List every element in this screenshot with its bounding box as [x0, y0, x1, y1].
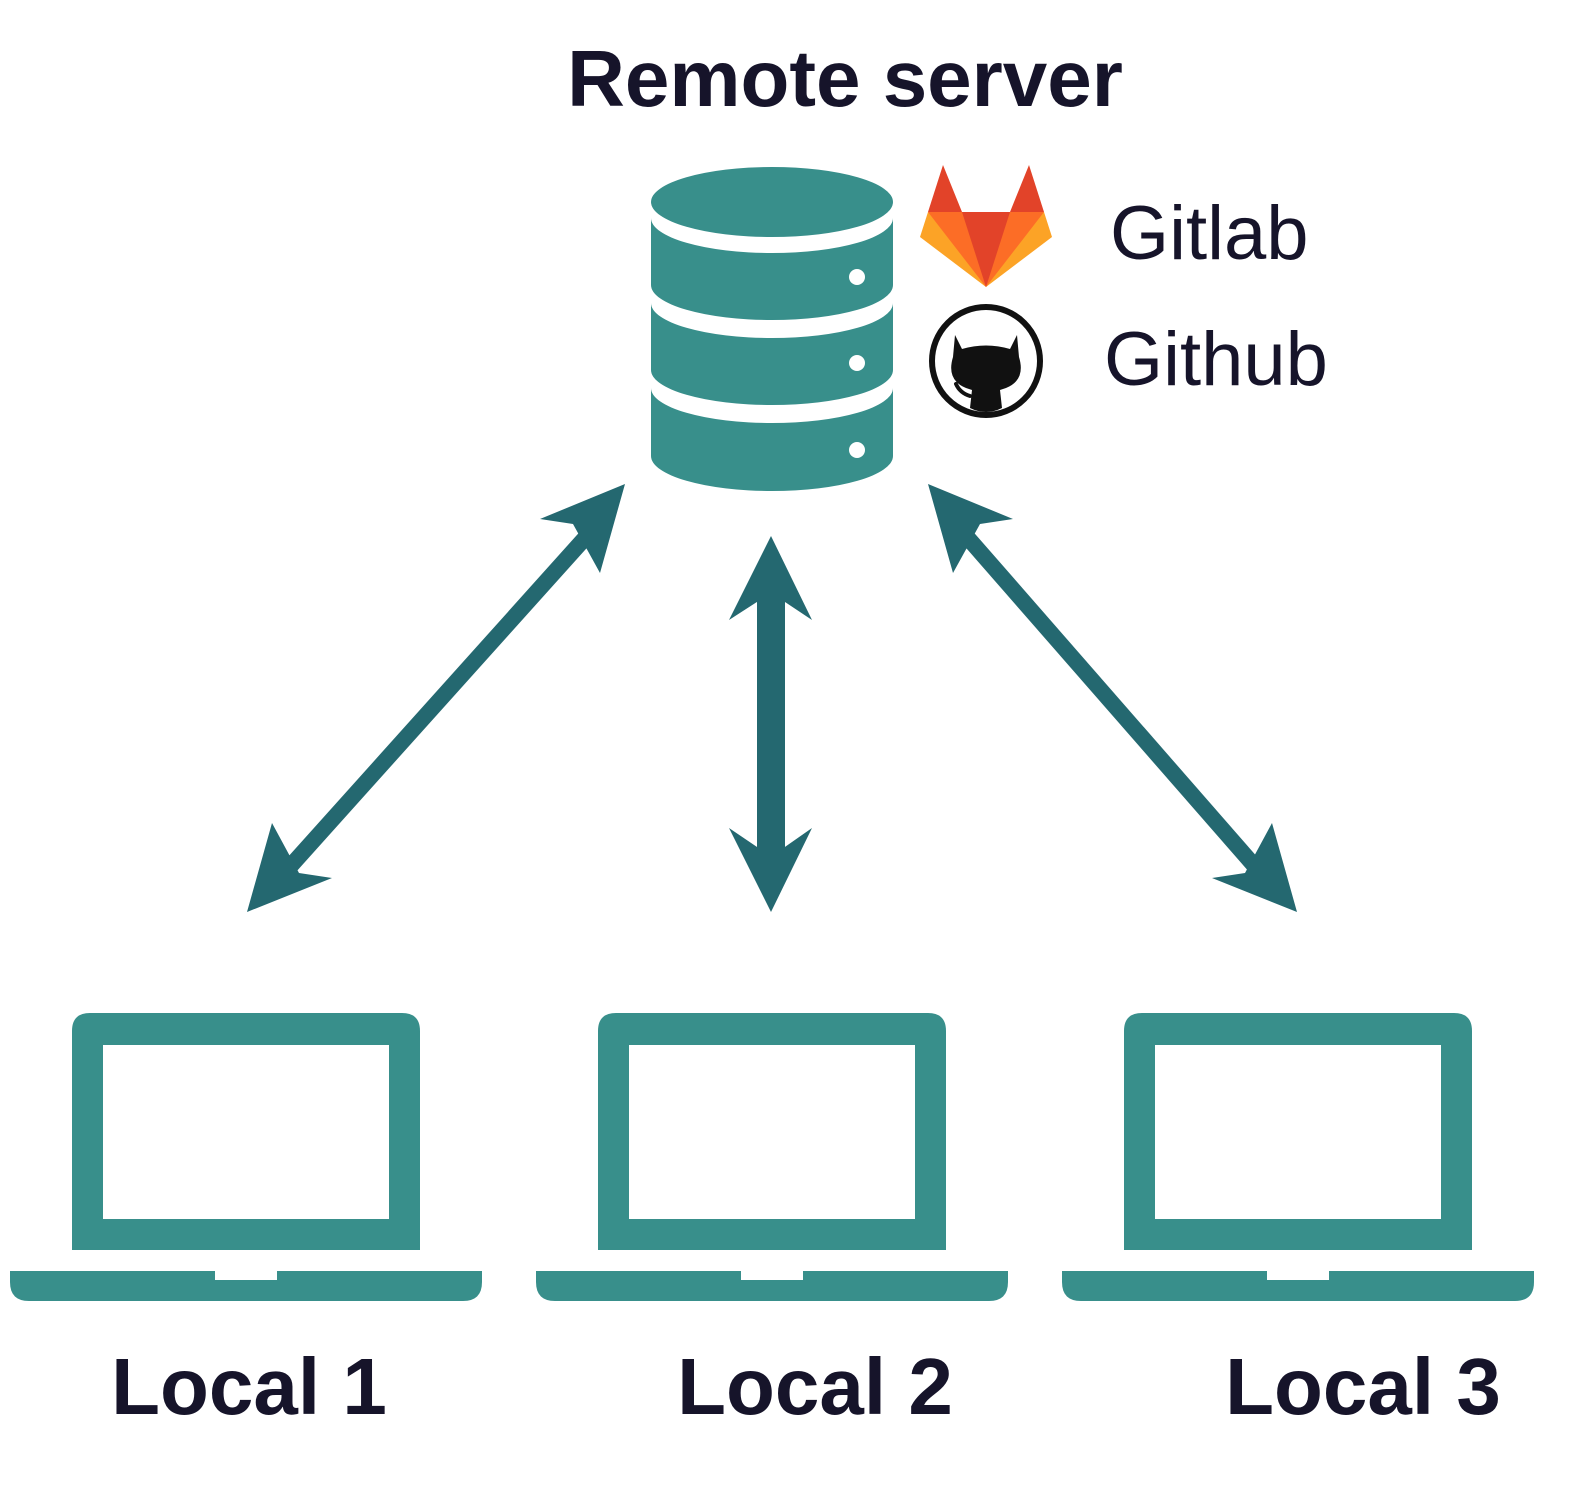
laptop-icon	[1062, 1013, 1534, 1301]
diagram-title: Remote server	[567, 34, 1123, 123]
local-3-label: Local 3	[1225, 1342, 1501, 1431]
local-1-label: Local 1	[111, 1342, 387, 1431]
gitlab-icon	[920, 165, 1052, 287]
gitlab-label: Gitlab	[1110, 191, 1309, 276]
local-2-label: Local 2	[677, 1342, 953, 1431]
laptop-icon	[10, 1013, 482, 1301]
github-icon	[929, 304, 1043, 418]
database-server-icon	[651, 167, 893, 491]
sync-arrow-center	[729, 536, 812, 912]
sync-arrow-right	[928, 484, 1297, 912]
sync-arrow-left	[247, 484, 625, 912]
github-label: Github	[1104, 317, 1328, 402]
laptop-icon	[536, 1013, 1008, 1301]
